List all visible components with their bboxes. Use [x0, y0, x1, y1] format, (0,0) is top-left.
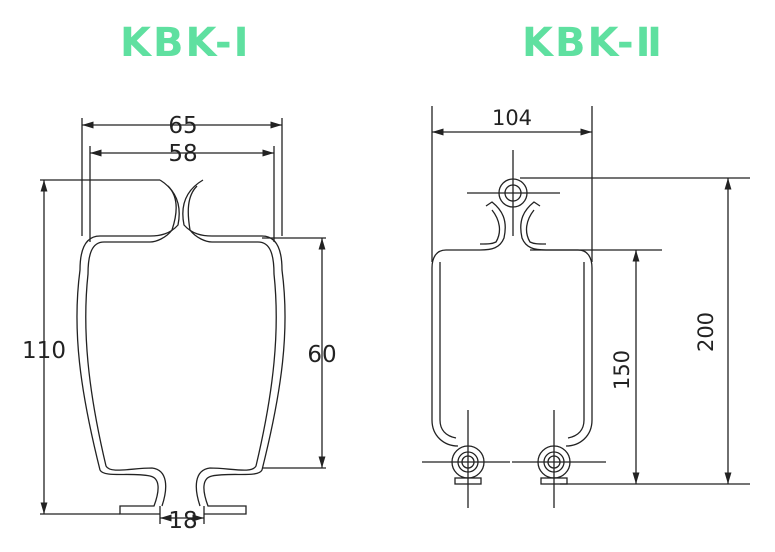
dim-label-58: 58: [168, 141, 197, 167]
kbk-1-profile: [76, 179, 286, 515]
kbk-2-outer: [431, 201, 593, 447]
dim-label-110: 110: [22, 338, 66, 364]
kbk-1-outer-right: [182, 179, 286, 515]
kbk-2-title: KBK-Ⅱ: [522, 20, 664, 66]
dim-label-18: 18: [168, 508, 197, 534]
dim-label-60: 60: [307, 342, 336, 368]
kbk-2-dimensions: 104 150 200: [431, 106, 750, 485]
kbk-1-dimensions: 65 58 110 60 18: [22, 113, 337, 534]
kbk-2-inner: [439, 262, 585, 439]
dim-label-65: 65: [168, 113, 197, 139]
kbk-1-inner-right: [187, 185, 277, 507]
kbk-2-profile: [422, 150, 606, 508]
kbk-1-outer-left: [76, 179, 180, 515]
kbk-1-title: KBK-Ⅰ: [120, 20, 251, 66]
kbk-2-neck: [479, 209, 547, 245]
dim-label-200: 200: [694, 312, 718, 352]
kbk-1-inner-left: [85, 185, 177, 507]
dim-label-104: 104: [492, 106, 532, 130]
dim-label-150: 150: [610, 350, 634, 390]
